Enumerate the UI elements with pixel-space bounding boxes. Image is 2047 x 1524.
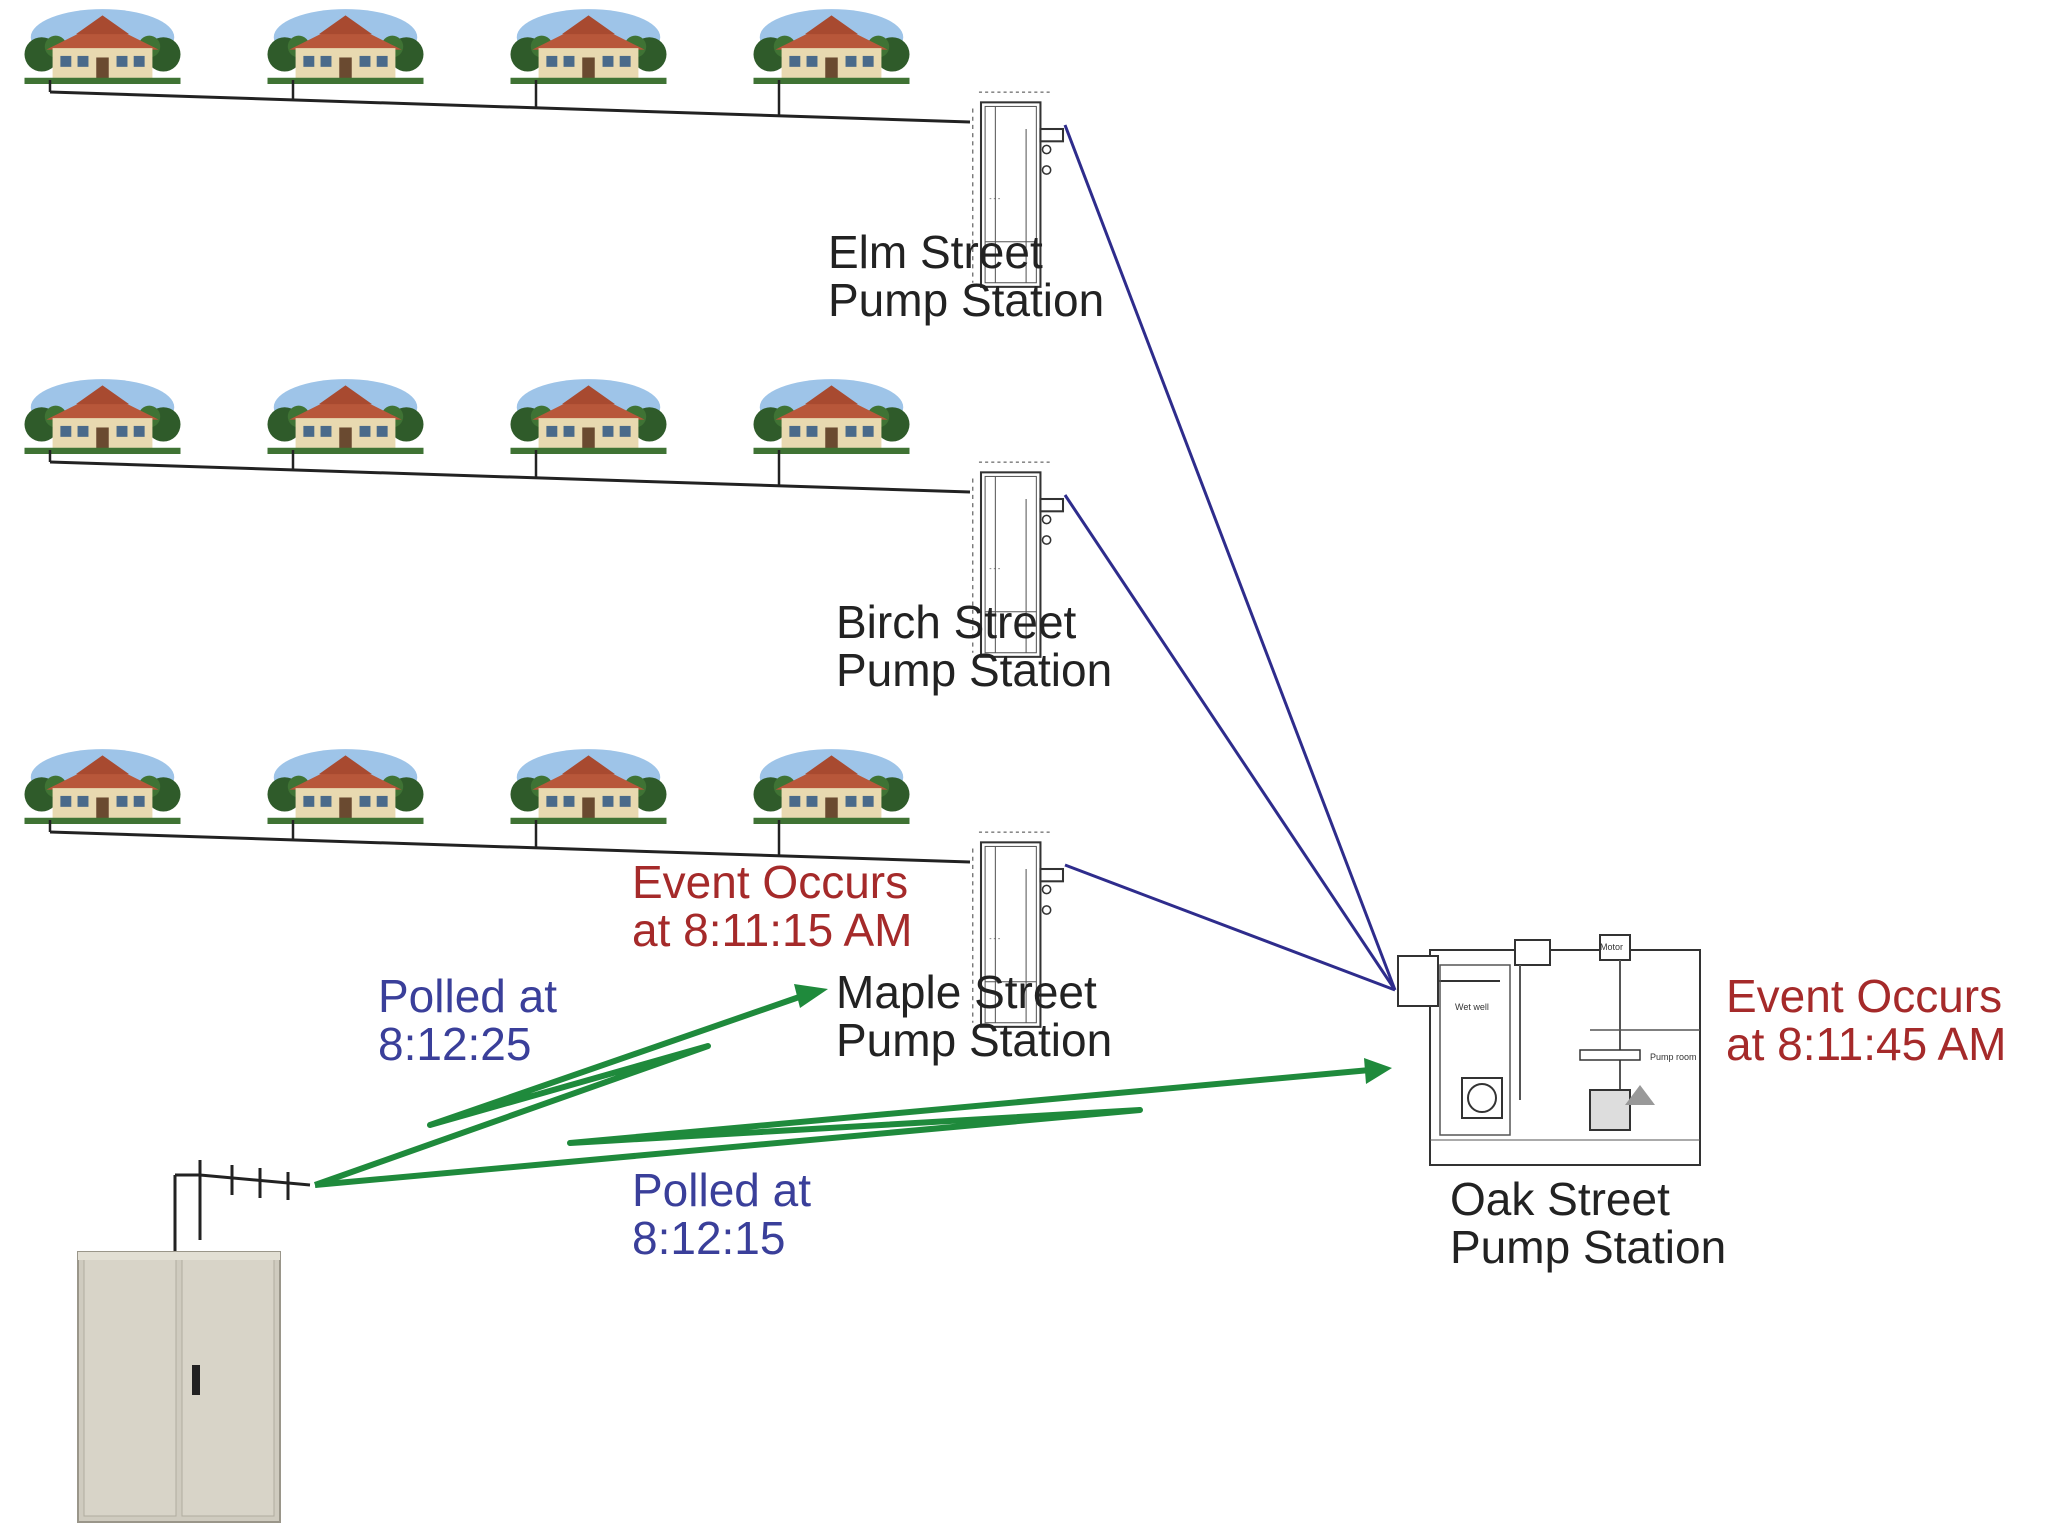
house-icon: [24, 9, 181, 84]
svg-text:Wet well: Wet well: [1455, 1002, 1489, 1012]
house-icon: [753, 9, 910, 84]
elm-station-label-line2: Pump Station: [828, 274, 1105, 327]
house-icon: [267, 749, 424, 824]
house-icon: [510, 749, 667, 824]
birch-station-label-line2: Pump Station: [836, 644, 1113, 697]
house-icon: [24, 379, 181, 454]
maple-event-label-line1: Event Occurs: [632, 856, 909, 908]
maple-poll-arrow: [313, 984, 828, 1188]
birch-station-label: Birch Street Pump Station: [836, 598, 1112, 695]
maple-poll-label-line1: Polled at: [378, 970, 558, 1022]
maple-street-row: [24, 749, 1065, 1029]
elm-station-label: Elm Street Pump Station: [828, 228, 1104, 325]
oak-event-label: Event Occurs at 8:11:45 AM: [1726, 972, 2006, 1069]
elm-to-oak-data-link: [1063, 124, 1397, 991]
neighborhoods: [24, 9, 1065, 1029]
house-icon: [510, 379, 667, 454]
oak-poll-label: Polled at 8:12:15: [632, 1166, 811, 1263]
oak-poll-arrow: [314, 1058, 1392, 1188]
svg-text:Motor: Motor: [1600, 942, 1623, 952]
birch-station-label-line1: Birch Street: [836, 596, 1077, 648]
birch-street-row: [24, 379, 1065, 659]
service-line: [49, 460, 971, 494]
house-icon: [510, 9, 667, 84]
oak-poll-label-line1: Polled at: [632, 1164, 812, 1216]
data-links: [313, 124, 1397, 1188]
house-icon: [753, 749, 910, 824]
oak-pump-station-drawing-icon: Motor Pump room Wet well: [1397, 934, 1701, 1166]
maple-station-label-line2: Pump Station: [836, 1014, 1113, 1067]
house-icon: [267, 9, 424, 84]
oak-poll-label-line2: 8:12:15: [632, 1212, 786, 1265]
elm-station-label-line1: Elm Street: [828, 226, 1043, 278]
maple-poll-label: Polled at 8:12:25: [378, 972, 557, 1069]
house-icon: [24, 749, 181, 824]
birch-to-oak-data-link: [1063, 494, 1397, 991]
maple-event-label: Event Occurs at 8:11:15 AM: [632, 858, 912, 955]
oak-event-label-line2: at 8:11:45 AM: [1726, 1018, 2007, 1071]
svg-text:Pump room: Pump room: [1650, 1052, 1697, 1062]
control-cabinet-icon: [77, 1251, 281, 1523]
house-icon: [267, 379, 424, 454]
maple-station-label: Maple Street Pump Station: [836, 968, 1112, 1065]
service-line: [49, 830, 971, 864]
antenna-icon: [173, 1160, 311, 1255]
oak-event-label-line1: Event Occurs: [1726, 970, 2003, 1022]
house-icon: [753, 379, 910, 454]
oak-station-label: Oak Street Pump Station: [1450, 1175, 1726, 1272]
service-line: [49, 90, 971, 124]
maple-event-label-line2: at 8:11:15 AM: [632, 904, 913, 957]
oak-station-label-line1: Oak Street: [1450, 1173, 1670, 1225]
maple-to-oak-data-link: [1064, 863, 1396, 992]
maple-station-label-line1: Maple Street: [836, 966, 1097, 1018]
elm-street-row: [24, 9, 1065, 289]
oak-station-label-line2: Pump Station: [1450, 1221, 1727, 1274]
maple-poll-label-line2: 8:12:25: [378, 1018, 532, 1071]
